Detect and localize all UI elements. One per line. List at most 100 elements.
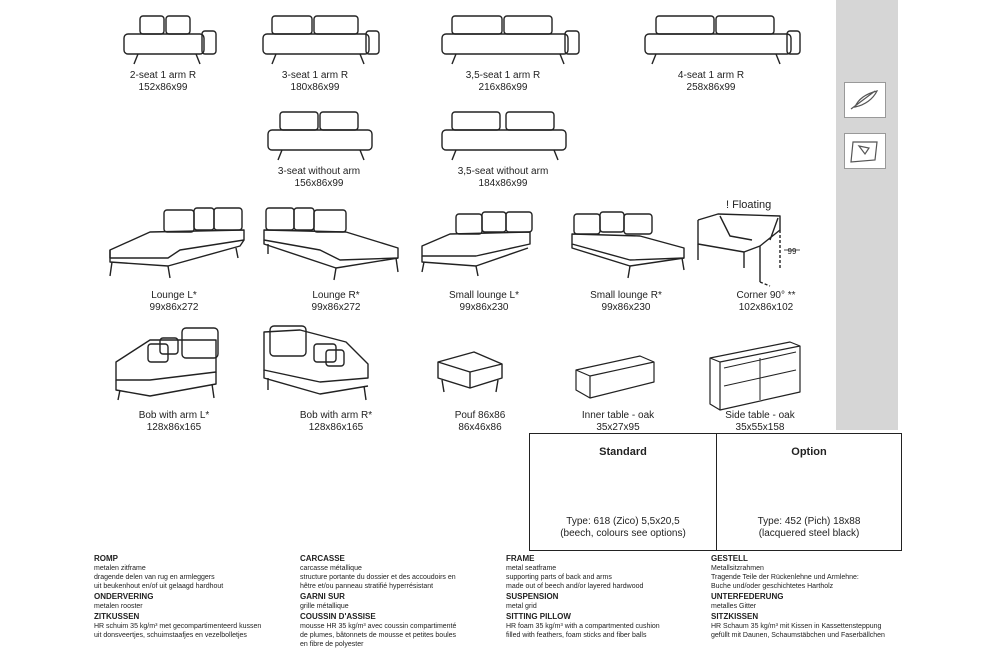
spec-line: metalen rooster <box>94 603 143 610</box>
item-label: Small lounge R* <box>590 290 662 301</box>
spec-line: mousse HR 35 kg/m³ avec coussin comparti… <box>300 623 457 630</box>
item-label: 2-seat 1 arm R <box>129 70 197 81</box>
catalog-item: 3,5-seat without arm 184x86x99 <box>452 166 554 190</box>
spec-line: supporting parts of back and arms <box>506 574 612 581</box>
spec-heading: CARCASSE <box>300 554 345 563</box>
side-table-drawing <box>709 341 801 411</box>
item-dimensions: 128x86x165 <box>308 422 364 433</box>
item-label: Side table - oak <box>725 410 795 421</box>
spec-line: HR Schaum 35 kg/m³ mit Kissen in Kassett… <box>711 623 882 630</box>
item-dimensions: 184x86x99 <box>478 178 528 189</box>
fabric-sketch-icon[interactable] <box>844 133 886 169</box>
spec-line: grille métallique <box>300 603 349 610</box>
item-label: Small lounge L* <box>448 290 520 301</box>
spec-line: Metallsitzrahmen <box>711 565 764 572</box>
spec-line: hêtre et/ou panneau stratifié hyperrésis… <box>300 583 434 590</box>
catalog-item: Corner 90° ** 102x86x102 <box>716 290 816 314</box>
sofa-2seat-drawing <box>123 15 217 65</box>
catalog-item: Small lounge R* 99x86x230 <box>576 290 676 314</box>
spec-line: en fibre de polyester <box>300 641 364 648</box>
item-label: 3,5-seat 1 arm R <box>465 70 541 81</box>
standard-line: Type: 618 (Zico) 5,5x20,5 <box>566 516 680 527</box>
spec-heading: FRAME <box>506 554 535 563</box>
spec-column-english: FRAME metal seatframe supporting parts o… <box>506 553 706 640</box>
item-dimensions: 35x27x95 <box>596 422 640 433</box>
spec-line: filled with feathers, foam sticks and fi… <box>506 632 647 639</box>
floating-note: ! Floating <box>726 199 772 211</box>
spec-heading: SITTING PILLOW <box>506 612 571 621</box>
bob-arm-l-drawing <box>115 327 219 401</box>
catalog-item: Small lounge L* 99x86x230 <box>434 290 534 314</box>
item-label: Bob with arm R* <box>299 410 373 421</box>
item-dimensions: 180x86x99 <box>290 82 340 93</box>
sofa-4seat-drawing <box>644 15 801 65</box>
standard-line: (beech, colours see options) <box>560 528 686 539</box>
spec-line: metal grid <box>506 603 537 610</box>
catalog-item: Bob with arm L* 128x86x165 <box>124 410 224 434</box>
spec-line: metal seatframe <box>506 565 557 572</box>
item-label: Lounge R* <box>312 290 360 301</box>
catalog-item: Lounge L* 99x86x272 <box>124 290 224 314</box>
spec-line: Buche und/oder geschichtetes Hartholz <box>711 583 834 590</box>
leaf-sketch-icon[interactable] <box>844 82 886 118</box>
bob-arm-r-drawing <box>263 325 369 401</box>
spec-line: carcasse métallique <box>300 565 362 572</box>
item-dimensions: 128x86x165 <box>146 422 202 433</box>
sofa-3seat-drawing <box>262 15 380 65</box>
catalog-item: Pouf 86x86 86x46x86 <box>430 410 530 434</box>
item-dimensions: 99x86x230 <box>601 302 651 313</box>
spec-heading: UNTERFEDERUNG <box>711 592 784 601</box>
lounge-l-drawing <box>109 207 245 279</box>
item-dimensions: 102x86x102 <box>738 302 794 313</box>
catalog-item: 3-seat without arm 156x86x99 <box>268 166 370 190</box>
item-dimensions: 99x86x272 <box>149 302 199 313</box>
spec-heading: ROMP <box>94 554 118 563</box>
item-dimensions: 35x55x158 <box>735 422 785 433</box>
corner-measure: 99 <box>787 247 797 256</box>
item-dimensions: 99x86x230 <box>459 302 509 313</box>
item-label: Lounge L* <box>151 290 197 301</box>
spec-line: HR schuim 35 kg/m³ met gecompartimenteer… <box>94 623 262 630</box>
item-dimensions: 99x86x272 <box>311 302 361 313</box>
spec-heading: GESTELL <box>711 554 748 563</box>
spec-line: HR foam 35 kg/m³ with a compartmented cu… <box>506 623 660 630</box>
spec-heading: SUSPENSION <box>506 592 559 601</box>
spec-column-german: GESTELL Metallsitzrahmen Tragende Teile … <box>711 553 911 640</box>
side-panel <box>836 0 898 430</box>
spec-heading: COUSSIN D'ASSISE <box>300 612 376 621</box>
catalog-item: Side table - oak 35x55x158 <box>710 410 810 434</box>
spec-column-french: CARCASSE carcasse métallique structure p… <box>300 553 500 649</box>
item-label: Pouf 86x86 <box>454 410 506 421</box>
item-label: 3-seat 1 arm R <box>281 70 349 81</box>
option-line: Type: 452 (Pich) 18x88 <box>757 516 861 527</box>
option-leg-box: Option Type: 452 (Pich) 18x88 (lacquered… <box>716 433 902 551</box>
item-label: 3,5-seat without arm <box>457 166 549 177</box>
spec-line: uit donsveertjes, schuimstaafjes en veze… <box>94 632 247 639</box>
lounge-r-drawing <box>263 207 399 281</box>
catalog-item: 3,5-seat 1 arm R 216x86x99 <box>452 70 554 94</box>
item-label: 3-seat without arm <box>277 166 361 177</box>
sofa-3seat-noarm-drawing <box>267 111 373 161</box>
sofa-35seat-drawing <box>441 15 580 65</box>
option-line: (lacquered steel black) <box>758 528 860 539</box>
spec-heading: GARNI SUR <box>300 592 345 601</box>
spec-line: dragende delen van rug en armleggers <box>94 574 215 581</box>
corner-drawing <box>697 213 800 287</box>
inner-table-drawing <box>575 355 655 399</box>
spec-line: uit beukenhout en/of uit gelaagd hardhou… <box>94 583 224 590</box>
spec-line: de plumes, bâtonnets de mousse et petite… <box>300 632 457 639</box>
catalog-item: 3-seat 1 arm R 180x86x99 <box>264 70 366 94</box>
spec-heading: SITZKISSEN <box>711 612 759 621</box>
item-label: Bob with arm L* <box>138 410 210 421</box>
standard-leg-box: Standard Type: 618 (Zico) 5,5x20,5 (beec… <box>529 433 717 551</box>
item-dimensions: 258x86x99 <box>686 82 736 93</box>
spec-line: Tragende Teile der Rückenlehne und Armle… <box>711 574 859 581</box>
spec-line: made out of beech and/or layered hardwoo… <box>506 583 644 590</box>
item-dimensions: 152x86x99 <box>138 82 188 93</box>
item-label: 4-seat 1 arm R <box>677 70 745 81</box>
option-title: Option <box>791 446 827 458</box>
catalog-item: Inner table - oak 35x27x95 <box>568 410 668 434</box>
option-description: Type: 452 (Pich) 18x88 (lacquered steel … <box>717 516 901 540</box>
spec-line: gefüllt mit Daunen, Schaumstäbchen und F… <box>711 632 885 639</box>
